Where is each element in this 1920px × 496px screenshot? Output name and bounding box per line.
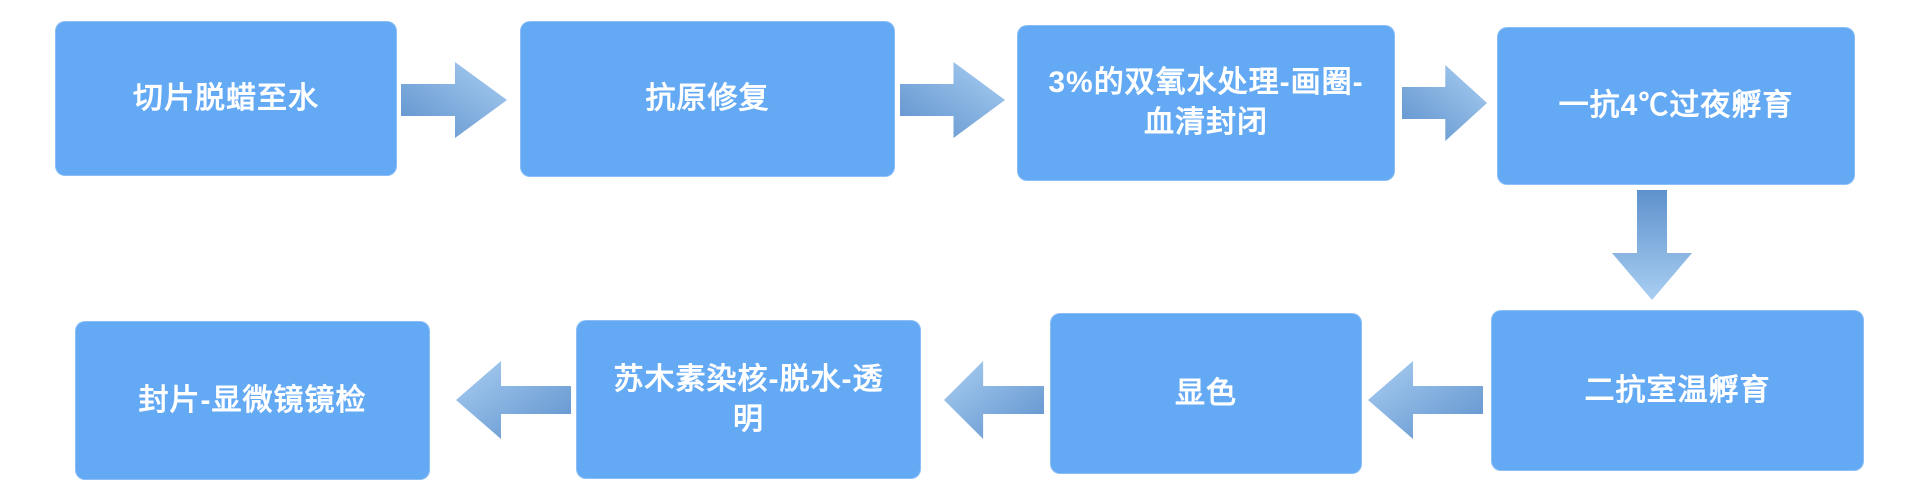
arrow-left-icon xyxy=(944,361,1044,439)
step-5-label: 二抗室温孵育 xyxy=(1584,373,1771,407)
arrow-right-icon xyxy=(401,62,507,138)
step-4-label: 一抗4℃过夜孵育 xyxy=(1558,89,1794,123)
step-7-label: 苏木素染核-脱水-透 明 xyxy=(613,362,884,436)
arrow-right-icon xyxy=(900,62,1005,138)
step-2-label: 抗原修复 xyxy=(645,82,770,116)
step-3-label: 3%的双氧水处理-画圈- 血清封闭 xyxy=(1048,66,1364,139)
step-1-label: 切片脱蜡至水 xyxy=(133,81,319,115)
step-2-box: 抗原修复 xyxy=(520,21,895,177)
step-7-box: 苏木素染核-脱水-透 明 xyxy=(576,320,921,479)
step-6-label: 显色 xyxy=(1175,376,1237,410)
step-3-box: 3%的双氧水处理-画圈- 血清封闭 xyxy=(1017,25,1395,181)
arrow-left-icon xyxy=(456,361,571,439)
step-8-label: 封片-显微镜镜检 xyxy=(138,383,367,417)
arrow-right-icon xyxy=(1402,65,1487,141)
arrow-left-icon xyxy=(1368,361,1483,439)
step-5-box: 二抗室温孵育 xyxy=(1491,310,1864,471)
step-1-box: 切片脱蜡至水 xyxy=(55,21,397,176)
arrow-down-icon xyxy=(1612,190,1692,300)
step-4-box: 一抗4℃过夜孵育 xyxy=(1497,27,1855,185)
step-8-box: 封片-显微镜镜检 xyxy=(75,321,430,480)
step-6-box: 显色 xyxy=(1050,313,1362,474)
